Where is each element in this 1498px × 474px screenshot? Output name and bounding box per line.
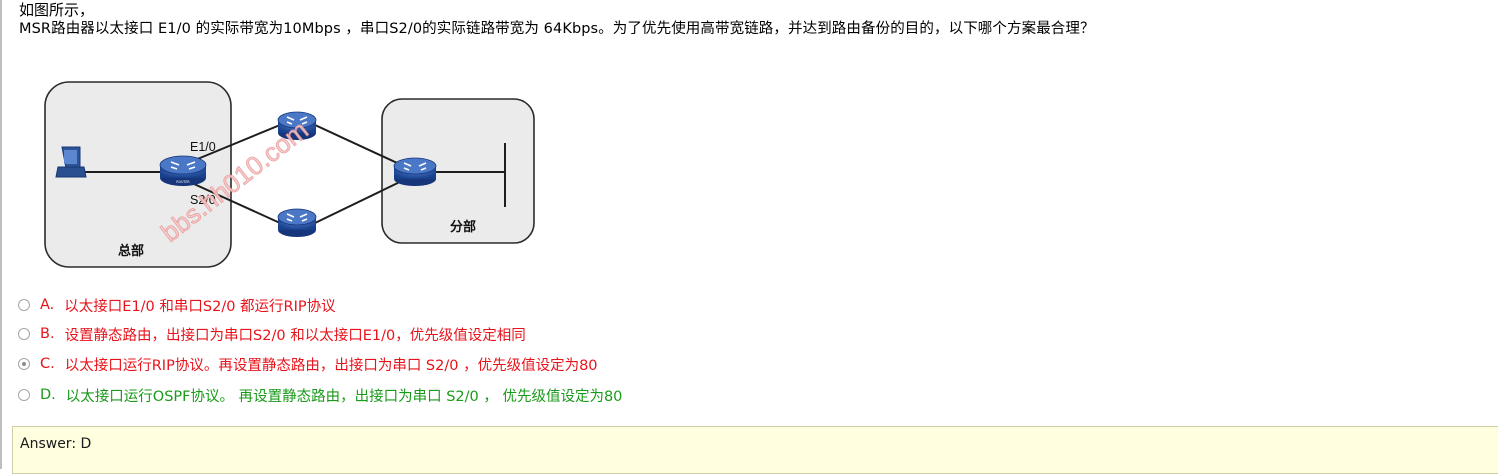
option-text: 以太接口运行RIP协议。再设置静态路由，出接口为串口 S2/0 ，优先级值设定为… xyxy=(64,357,598,374)
option-text: 设置静态路由，出接口为串口S2/0 和以太接口E1/0，优先级值设定相同 xyxy=(64,327,526,344)
answer-text: Answer: D xyxy=(20,436,92,452)
option-letter: C. xyxy=(40,356,55,372)
router-icon-top xyxy=(277,111,317,140)
question-intro: 如图所示， xyxy=(19,1,95,19)
answer-box: Answer: D xyxy=(12,426,1498,474)
radio-button[interactable] xyxy=(18,389,30,401)
question-text: MSR路由器以太接口 E1/0 的实际带宽为10Mbps ，串口S2/0的实际链… xyxy=(19,21,1095,37)
left-border xyxy=(0,0,2,469)
option-c[interactable]: C. 以太接口运行RIP协议。再设置静态路由，出接口为串口 S2/0 ，优先级值… xyxy=(18,353,598,375)
option-a[interactable]: A. 以太接口E1/0 和串口S2/0 都运行RIP协议 xyxy=(18,294,336,316)
links xyxy=(85,124,506,224)
e1-0-label: E1/0 xyxy=(190,140,216,154)
option-text: 以太接口运行OSPF协议。 再设置静态路由，出接口为串口 S2/0 ， 优先级值… xyxy=(65,388,623,405)
option-d[interactable]: D. 以太接口运行OSPF协议。 再设置静态路由，出接口为串口 S2/0 ， 优… xyxy=(18,384,622,406)
radio-button[interactable] xyxy=(18,299,30,311)
radio-button-selected[interactable] xyxy=(18,358,30,370)
option-text: 以太接口E1/0 和串口S2/0 都运行RIP协议 xyxy=(64,298,336,315)
option-letter: A. xyxy=(40,297,55,313)
option-b[interactable]: B. 设置静态路由，出接口为串口S2/0 和以太接口E1/0，优先级值设定相同 xyxy=(18,323,526,345)
branch-label: 分部 xyxy=(450,219,476,235)
hq-zone xyxy=(44,81,232,268)
router-icon-branch xyxy=(393,157,437,186)
router-icon-hq: ROUTER xyxy=(159,155,207,186)
router-icon-bottom xyxy=(277,208,317,237)
s2-0-label: S2/0 xyxy=(190,193,216,207)
hq-label: 总部 xyxy=(118,243,144,259)
option-letter: B. xyxy=(40,326,55,342)
radio-button[interactable] xyxy=(18,328,30,340)
option-letter: D. xyxy=(40,387,56,403)
network-diagram: ROUTER E1/0 S2/0 总部 分部 bbs.hh010.com xyxy=(44,81,535,268)
svg-text:ROUTER: ROUTER xyxy=(176,180,190,184)
pc-icon xyxy=(55,146,87,178)
